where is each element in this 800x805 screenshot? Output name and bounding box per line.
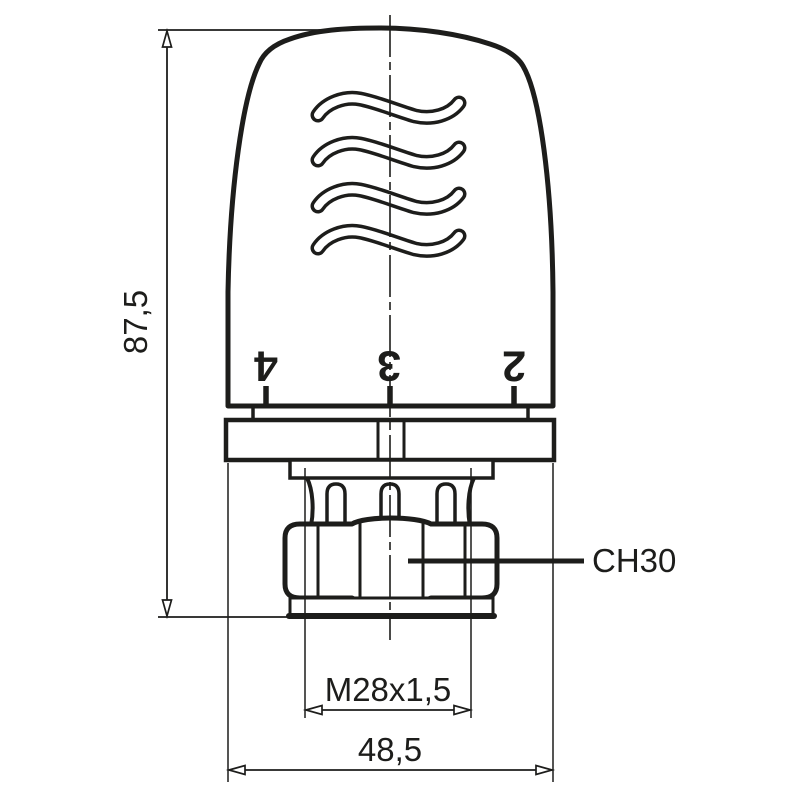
arrow-down-icon	[161, 599, 173, 620]
dial-scale: 4 3 2	[254, 342, 526, 404]
width-dimension-label: 48,5	[358, 731, 422, 768]
arrow-left-icon	[302, 704, 323, 716]
wrench-size-label: CH30	[592, 542, 676, 579]
wave-3	[310, 181, 467, 216]
dimension-thread	[302, 468, 474, 718]
heat-wave-icon	[310, 90, 467, 258]
arrow-right-icon	[453, 704, 474, 716]
dimension-overall-width	[225, 463, 556, 782]
height-dimension-label: 87,5	[117, 290, 154, 354]
dial-number-4: 4	[254, 342, 278, 390]
rib-slot-3	[435, 482, 457, 526]
rib-side-left	[305, 477, 315, 527]
dial-number-3: 3	[377, 342, 401, 390]
rib-slot-1	[325, 482, 347, 526]
thread-dimension-label: M28x1,5	[325, 671, 452, 708]
arrow-up-icon	[161, 27, 173, 48]
step-band	[288, 458, 495, 480]
wave-4	[310, 223, 467, 258]
arrow-left-icon	[225, 764, 246, 776]
arrow-right-icon	[535, 764, 556, 776]
wave-2	[310, 135, 467, 170]
dial-number-2: 2	[502, 342, 526, 390]
wave-1	[310, 90, 467, 125]
